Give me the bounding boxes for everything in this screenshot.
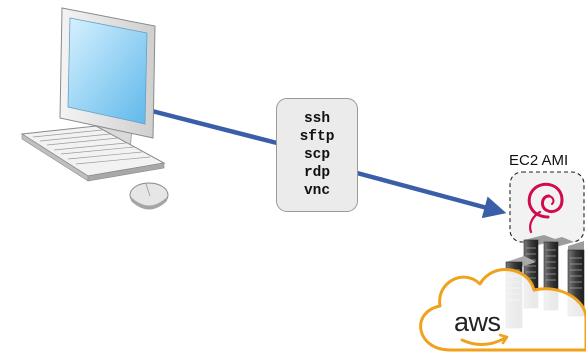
- protocol-scp: scp: [303, 146, 331, 163]
- desktop-computer-icon: [20, 7, 169, 210]
- aws-smile-arrow: [460, 336, 507, 346]
- protocol-ssh: ssh: [303, 110, 331, 127]
- connection-line-left: [147, 107, 278, 146]
- protocol-box: ssh sftp scp rdp vnc: [276, 98, 358, 212]
- ec2-ami-label: EC2 AMI: [509, 152, 569, 169]
- protocol-vnc: vnc: [303, 182, 331, 199]
- protocol-rdp: rdp: [303, 164, 331, 181]
- ami-box: [509, 171, 585, 243]
- debian-swirl-icon: [527, 182, 564, 234]
- connection-arrow: [356, 170, 507, 219]
- aws-label: aws: [454, 307, 501, 337]
- protocol-sftp: sftp: [299, 128, 335, 145]
- aws-cloud-icon: [419, 268, 586, 352]
